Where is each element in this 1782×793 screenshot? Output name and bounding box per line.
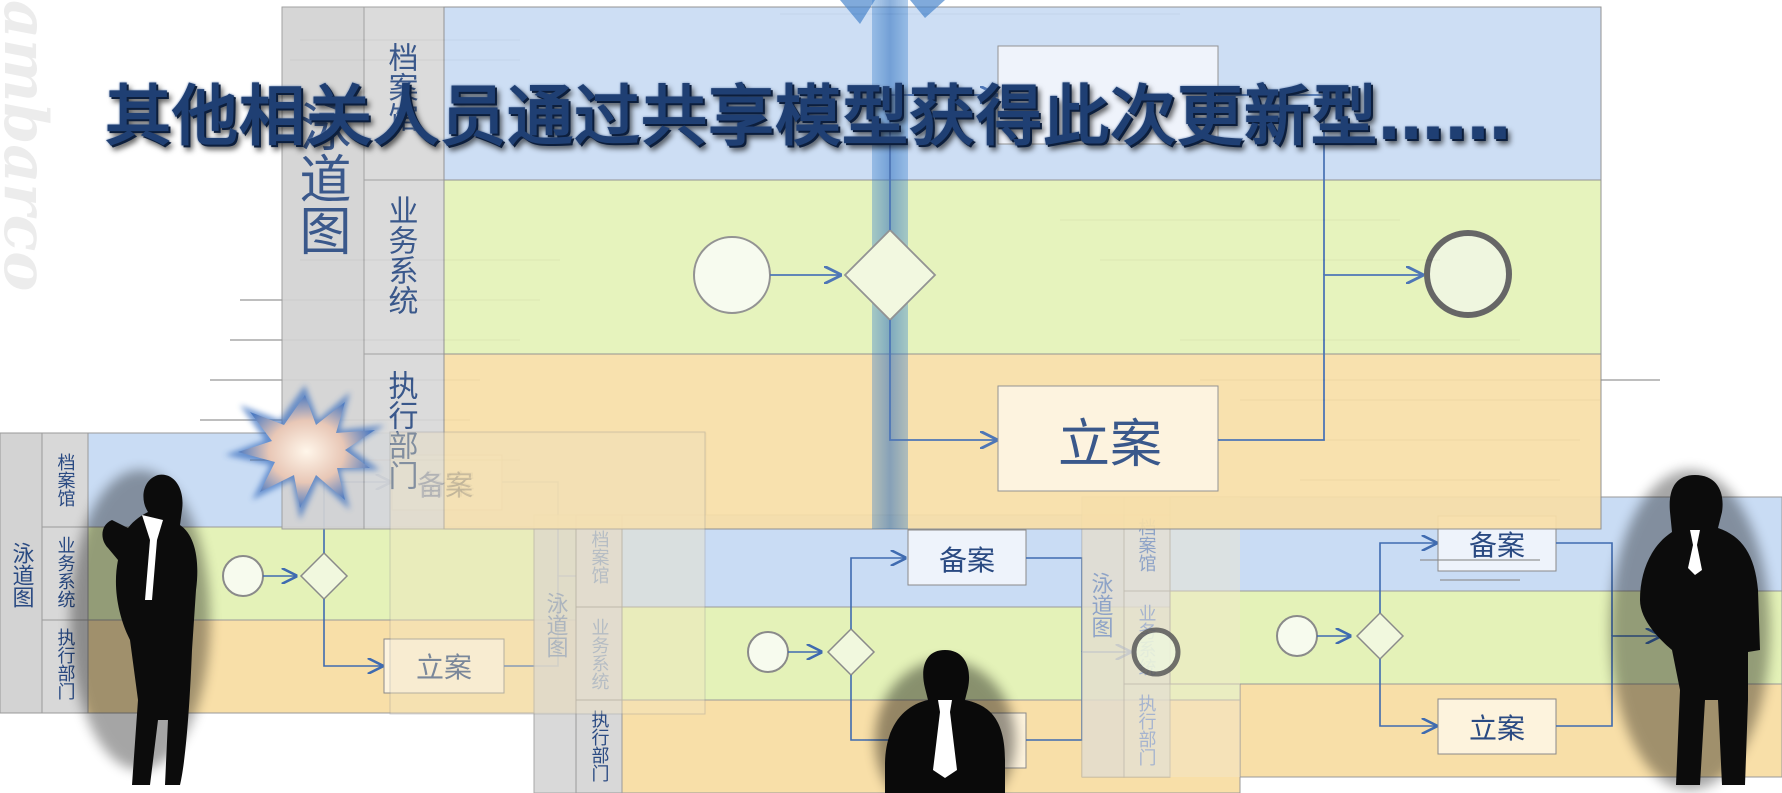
starburst-icon <box>225 385 385 520</box>
task-record-small-center <box>907 529 1027 586</box>
lane-archive-small-right: 档案馆 <box>1136 518 1157 572</box>
watermark-text: ambarco <box>0 0 60 292</box>
title-large: 泳道图 <box>290 100 350 256</box>
person-silhouette-man-right <box>1610 470 1770 790</box>
task-record-label: 备案 <box>939 544 995 577</box>
lane-execution-small-center: 执行部门 <box>589 710 610 783</box>
lane-execution-large: 执行部门 <box>383 370 419 490</box>
lane-business-small-center: 业务系统 <box>589 618 610 690</box>
task-filing-large <box>997 385 1219 492</box>
title-small-center: 泳道图 <box>543 592 569 658</box>
task-filing-small-right <box>1437 698 1557 755</box>
lane-archive-large: 档案馆 <box>383 42 419 132</box>
svg-text:备案: 备案 <box>417 469 473 502</box>
lane-business-small-left: 业务系统 <box>55 536 76 608</box>
diagram-large: 泳道图 档案馆 业务系统 执行部门 立案 <box>281 0 1602 530</box>
title-small-left: 泳道图 <box>9 542 35 608</box>
task-filing-label: 立案 <box>1469 712 1525 745</box>
start-event-large <box>693 236 771 314</box>
lane-execution-small-right: 执行部门 <box>1136 694 1157 767</box>
ghost-box: 备案 <box>389 431 706 715</box>
end-event-large <box>1424 230 1512 318</box>
lane-archive-small-left: 档案馆 <box>55 453 76 507</box>
task-filing-label-large: 立案 <box>1058 415 1162 475</box>
task-filing-small-left <box>383 638 505 694</box>
person-silhouette-man-center <box>875 650 1015 793</box>
lane-business-large: 业务系统 <box>383 195 419 315</box>
title-small-right: 泳道图 <box>1088 572 1114 638</box>
task-record-large <box>997 45 1219 145</box>
task-record-label: 备案 <box>1469 529 1525 562</box>
lane-archive-small-center: 档案馆 <box>589 530 610 584</box>
lane-execution-small-left: 执行部门 <box>55 628 76 701</box>
start-event <box>222 555 264 597</box>
person-silhouette-woman <box>70 470 210 785</box>
task-filing-label: 立案 <box>416 651 472 684</box>
